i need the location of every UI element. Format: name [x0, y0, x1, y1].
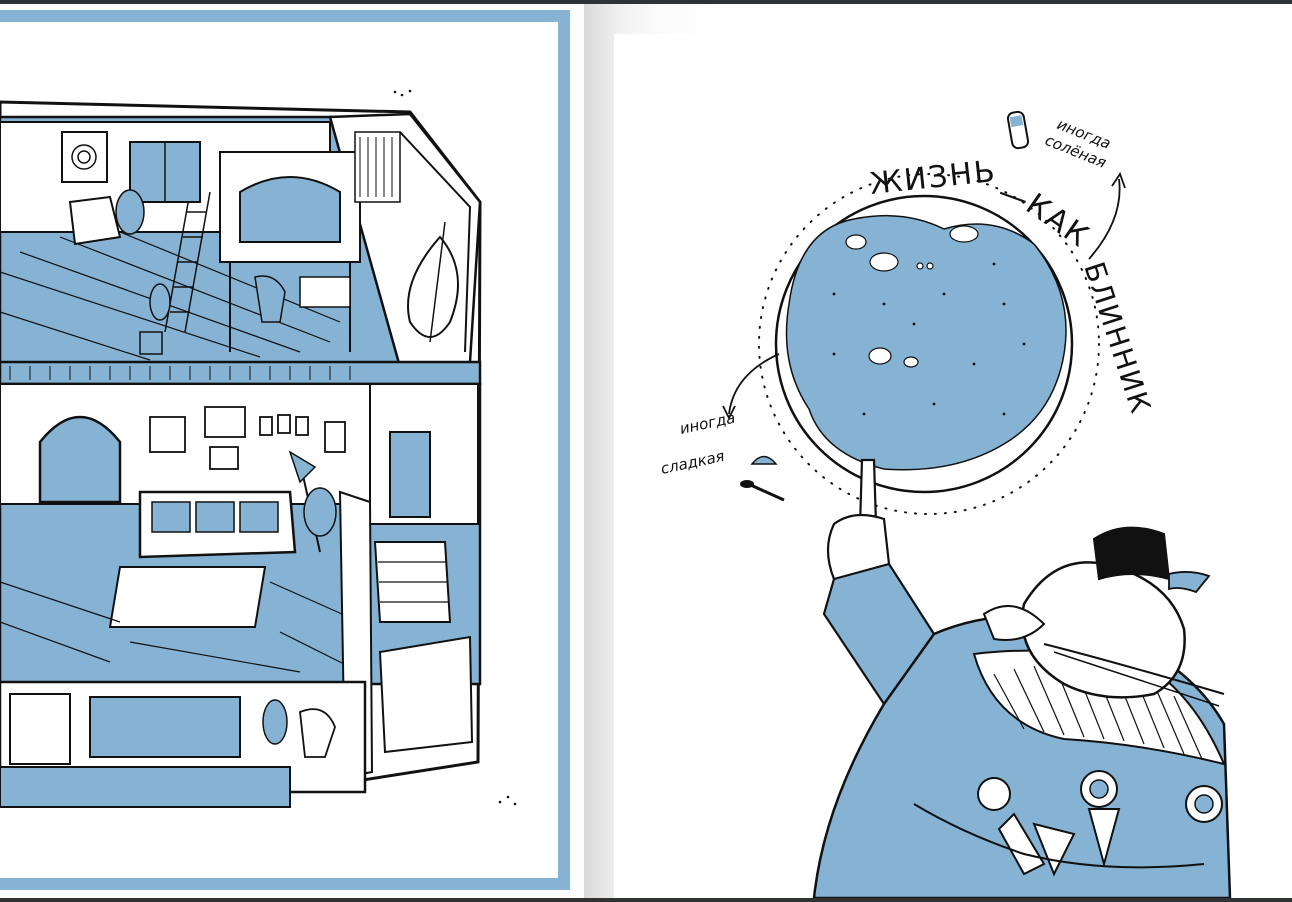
- left-page: [0, 4, 584, 898]
- note-bottom-line2: сладкая: [659, 447, 726, 478]
- character-hat: [1092, 526, 1171, 581]
- book-spread: ЖИЗНЬ — КАК БЛИННИК иногда солёная иногд…: [0, 4, 1292, 898]
- headline-word-3: БЛИННИК: [1077, 258, 1157, 419]
- medals: [977, 770, 1223, 877]
- headline-word-1: ЖИЗНЬ: [868, 154, 998, 202]
- arrow-top: [1088, 178, 1121, 260]
- dotted-orbit: [758, 173, 1100, 515]
- sugar-bowl-icon: [740, 455, 785, 502]
- pancake-illustration: ЖИЗНЬ — КАК БЛИННИК иногда солёная иногд…: [659, 110, 1232, 898]
- viewer-bottom-bar: [0, 898, 1292, 902]
- arrow-bottom: [728, 353, 780, 415]
- house-cutaway-illustration: [0, 89, 517, 808]
- left-page-frame: [0, 10, 570, 890]
- right-page: ЖИЗНЬ — КАК БЛИННИК иногда солёная иногд…: [584, 4, 1292, 898]
- character-head: [1021, 561, 1186, 699]
- character-nose: [982, 605, 1046, 641]
- viewer-top-bar: [0, 0, 1292, 4]
- salt-shaker-icon: [1006, 110, 1030, 150]
- note-bottom-line1: иногда: [678, 409, 737, 438]
